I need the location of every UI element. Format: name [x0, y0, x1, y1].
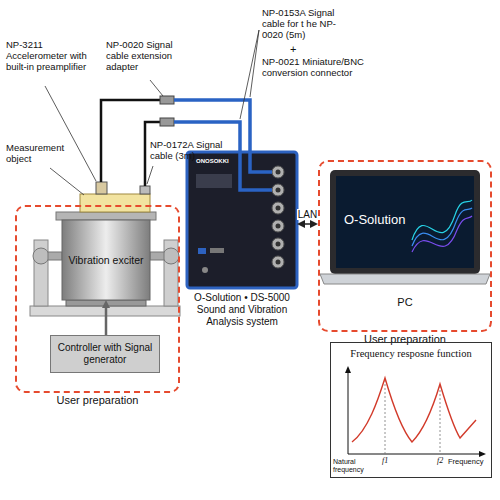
extension-adapter [160, 118, 174, 126]
device-caption: O-Solution • DS-5000 Sound and Vibration… [182, 292, 302, 328]
controller-box: Controller with Signal generator [50, 335, 160, 373]
analyzer-device: O-Solution • DS-5000 Sound and Vibration… [187, 152, 297, 288]
pc-label: PC [320, 296, 490, 308]
dashed-region: User preparationVibration exciterControl… [15, 205, 180, 393]
axis-label: Frequency [448, 458, 488, 467]
software-name: O-Solution [344, 212, 405, 227]
frequency-mark: f1 [382, 456, 394, 465]
part-label: NP-0153A Signal cable for t he NP-0020 (… [262, 8, 352, 41]
connector [297, 220, 318, 228]
arrow-head [102, 300, 110, 308]
arrow-head [310, 220, 318, 228]
bnc-cable [174, 100, 272, 172]
vibration-exciter: Vibration exciter [62, 220, 150, 300]
analyzer-device [187, 152, 297, 288]
exciter-frame [30, 212, 180, 316]
frequency-mark: f2 [437, 456, 449, 465]
part-label: NP-3211 Accelerometer with built-in prea… [6, 40, 98, 73]
connector-label: LAN [297, 209, 318, 220]
measurement-object [80, 194, 150, 212]
brand-logo: ONOSOKKI [196, 158, 236, 165]
connector [102, 300, 110, 335]
region-label: User preparation [320, 333, 490, 345]
frf-chart [330, 342, 492, 478]
dashed-region: PCUser preparationO-Solution [318, 160, 492, 332]
region-label: User preparation [17, 394, 178, 406]
arrow-head [297, 220, 305, 228]
chart-title: Frequency resposne function [331, 348, 491, 359]
controller-label: Controller with Signal generator [55, 342, 155, 366]
laptop [320, 170, 490, 284]
sensor-connector [140, 186, 150, 194]
part-label: Measurement object [6, 143, 78, 165]
extension-adapter [160, 96, 174, 104]
axis-note: Natural frequency [333, 458, 377, 474]
connector-line [304, 223, 311, 225]
laptop-screen: O-Solution [336, 176, 474, 268]
accelerometer [96, 182, 107, 194]
exciter-label: Vibration exciter [68, 254, 143, 267]
part-label: NP-0021 Miniature/BNC conversion connect… [262, 57, 382, 79]
plus-sign: + [290, 43, 302, 56]
connector-line [105, 307, 108, 335]
part-label: NP-0020 Signal cable extension adapter [106, 40, 194, 73]
